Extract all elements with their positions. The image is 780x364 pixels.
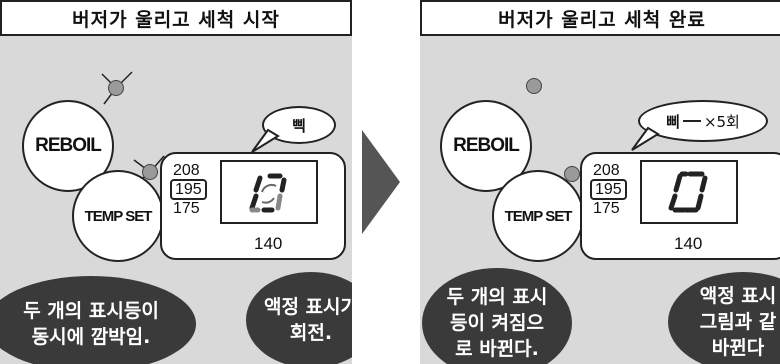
segment-frame-icon (668, 171, 708, 213)
buzzer-text: 삐 (666, 112, 680, 131)
bottom-temperature: 140 (674, 234, 703, 253)
rotating-segments-icon (249, 173, 287, 213)
tempset-lamp (564, 166, 580, 182)
temp-175: 175 (173, 200, 200, 217)
temperature-list: 208 195 175 (170, 162, 207, 217)
tempset-button[interactable]: TEMP SET (492, 170, 584, 262)
lcd-screen (220, 160, 318, 224)
panel-title: 버저가 울리고 세척 시작 (0, 0, 352, 36)
reboil-lamp (108, 80, 124, 96)
buzzer-dash (682, 120, 701, 122)
temp-208: 208 (173, 162, 200, 179)
tempset-button[interactable]: TEMP SET (72, 170, 164, 262)
temperature-list: 208 195 175 (590, 162, 627, 217)
reboil-lamp (526, 78, 542, 94)
temp-195-selected: 195 (590, 179, 627, 200)
temp-175: 175 (593, 200, 620, 217)
lcd-screen (640, 160, 738, 224)
buzzer-count: ×5회 (703, 112, 740, 131)
control-display: 208 195 175 140 (580, 152, 780, 260)
control-display: 208 195 175 140 (160, 152, 346, 260)
panel-title: 버저가 울리고 세척 완료 (420, 0, 780, 36)
caption-lamps-blink: 두 개의 표시등이 동시에 깜박임. (0, 276, 196, 364)
caption-lamps-on: 두 개의 표시 등이 켜짐으 로 바뀐다. (422, 268, 572, 364)
bubble-tail-icon (631, 126, 660, 151)
tempset-lamp (142, 164, 158, 180)
caption-lcd-change: 액정 표시 그림과 같 바뀐다 (668, 272, 780, 364)
temp-195-selected: 195 (170, 179, 207, 200)
caption-lcd-rotate: 액정 표시가 회전. (246, 272, 352, 364)
bottom-temperature: 140 (254, 234, 283, 253)
buzzer-bubble: 삐 ×5회 (638, 100, 768, 142)
temp-208: 208 (593, 162, 620, 179)
panel-cleaning-complete: 버저가 울리고 세척 완료 REBOIL TEMP SET 삐 ×5회 208 … (420, 0, 780, 364)
bubble-tail-icon (251, 128, 280, 153)
panel-cleaning-start: 버저가 울리고 세척 시작 REBOIL TEMP SET 삑 208 195 … (0, 0, 352, 364)
next-step-arrow-icon (362, 130, 400, 234)
buzzer-text: 삑 (292, 116, 306, 135)
